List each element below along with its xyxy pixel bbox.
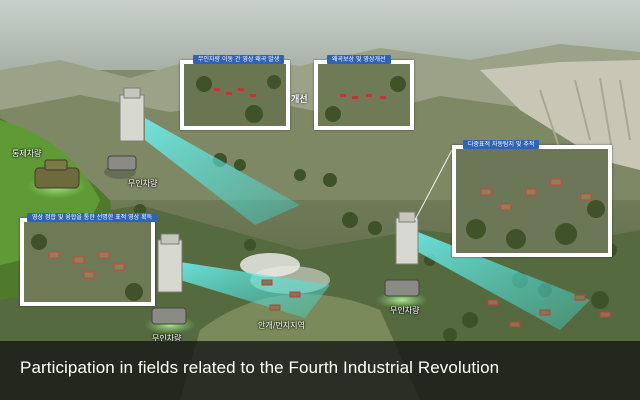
improve-arrow-label: 개선 (291, 95, 308, 105)
unmanned-vehicle-label-2: 무인차량 (152, 334, 182, 343)
tracking-image (456, 149, 608, 253)
fog-zone-label: 안개/먼지지역 (258, 321, 305, 330)
caption-text: Participation in fields related to the F… (20, 358, 500, 377)
sensor-mast-2 (157, 233, 183, 293)
unmanned-vehicle-1 (107, 155, 137, 171)
sensor-beam-2 (180, 262, 330, 318)
sensor-beam-1 (145, 118, 300, 225)
control-vehicle-label: 통제차량 (12, 149, 42, 158)
control-vehicle (34, 159, 80, 189)
distortion-image (184, 64, 286, 126)
fusion-image (24, 222, 151, 302)
compensation-image (318, 64, 410, 126)
unmanned-vehicle-2 (151, 307, 187, 325)
callout-fusion-label: 영상 정합 및 융합을 통한 선명한 표적 영상 획득 (27, 213, 158, 222)
callout-tracking: 다중표적 자동탐지 및 추적 (452, 140, 612, 257)
callout-fusion: 영상 정합 및 융합을 통한 선명한 표적 영상 획득 (20, 213, 158, 306)
callout-distortion-label: 무인차량 이동 간 영상 왜곡 발생 (193, 55, 285, 64)
sensor-mast-3 (395, 211, 419, 265)
unmanned-vehicle-3 (384, 279, 420, 297)
unmanned-vehicle-label-3: 무인차량 (390, 306, 420, 315)
callout-tracking-label: 다중표적 자동탐지 및 추적 (463, 140, 540, 149)
callout-distortion: 무인차량 이동 간 영상 왜곡 발생 (180, 55, 290, 130)
caption-bar: Participation in fields related to the F… (0, 341, 640, 400)
callout-compensation: 왜곡보상 및 영상개선 (314, 55, 414, 130)
unmanned-vehicle-label-1: 무인차량 (128, 179, 158, 188)
target-vehicles (261, 279, 611, 328)
callout-compensation-label: 왜곡보상 및 영상개선 (327, 55, 391, 64)
sensor-mast-1 (119, 87, 145, 142)
